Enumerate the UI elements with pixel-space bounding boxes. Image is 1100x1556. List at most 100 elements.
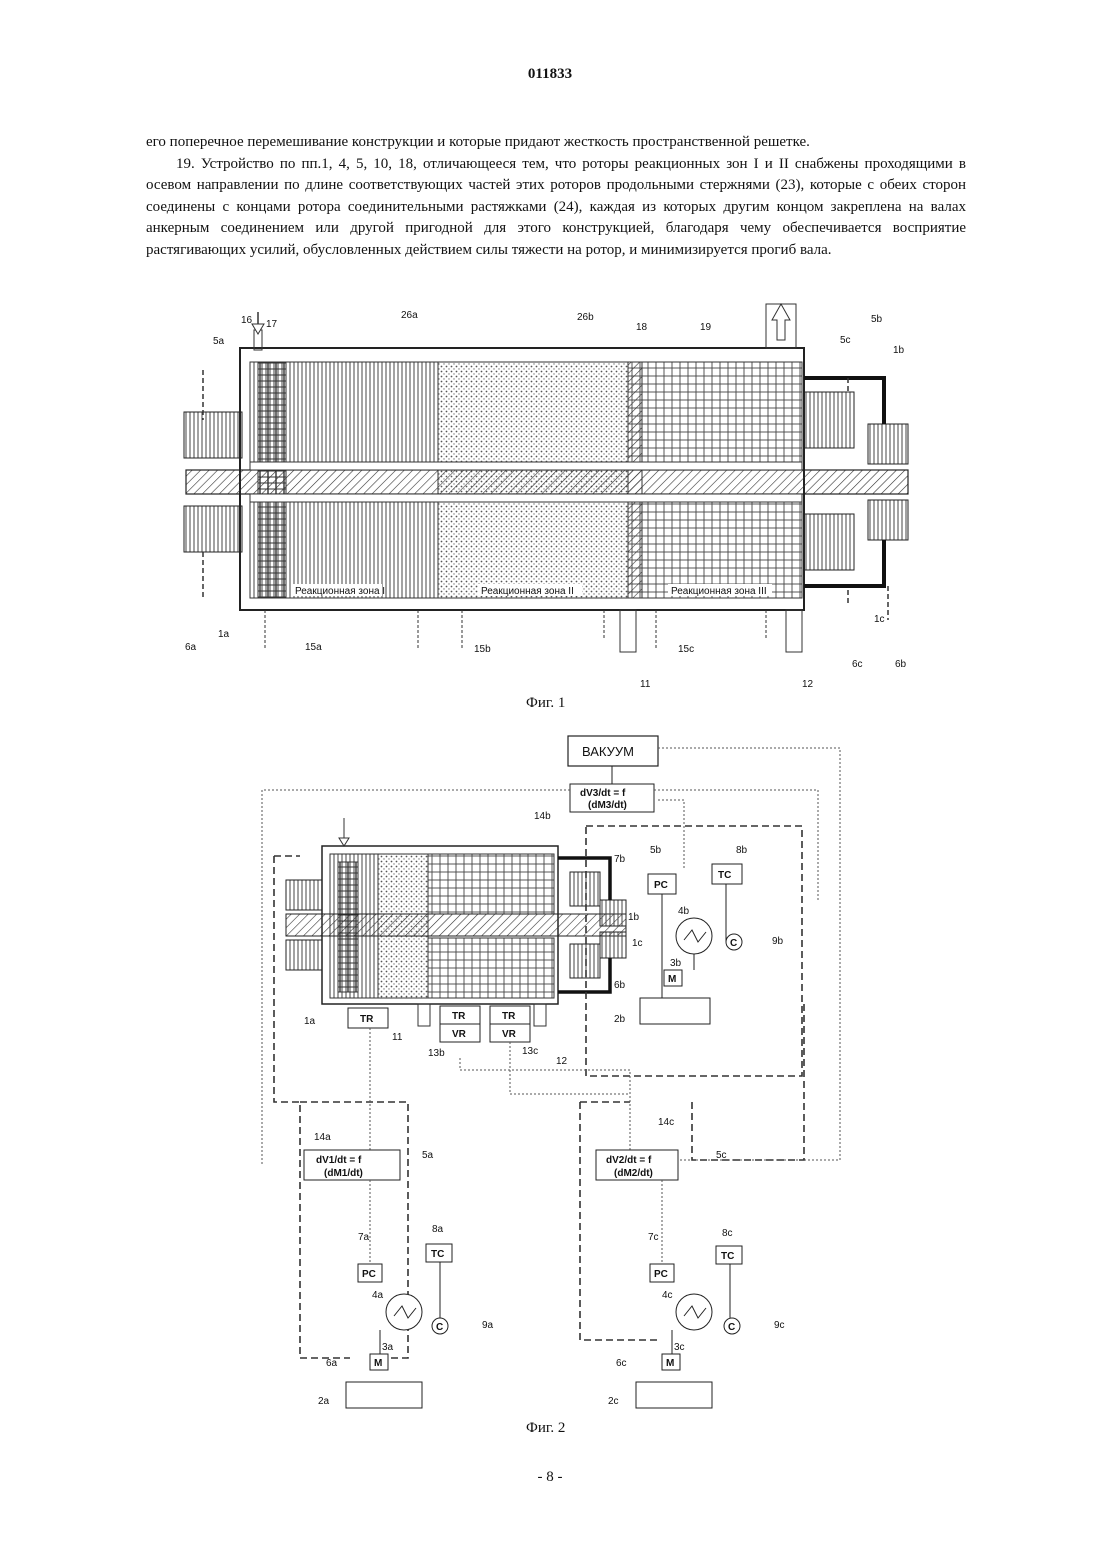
f2-line2: (dM2/dt)	[614, 1168, 653, 1179]
label-5b: 5b	[871, 314, 883, 325]
svg-text:PC: PC	[362, 1269, 376, 1280]
svg-text:14a: 14a	[314, 1132, 331, 1143]
label-15c: 15c	[678, 644, 694, 655]
svg-text:PC: PC	[654, 1269, 668, 1280]
left-bearing-lower	[184, 506, 242, 552]
label-5a: 5a	[213, 336, 225, 347]
condenser-4c	[676, 1294, 712, 1330]
svg-text:1b: 1b	[628, 912, 640, 923]
f1-line2: (dM1/dt)	[324, 1168, 363, 1179]
zone-3-rotor-lower	[628, 502, 802, 598]
label-1a: 1a	[218, 629, 230, 640]
svg-text:C: C	[730, 938, 737, 949]
f3-line1: dV3/dt = f	[580, 788, 626, 799]
shaft-sleeve-lower	[250, 494, 802, 502]
svg-text:M: M	[666, 1358, 674, 1369]
svg-text:8a: 8a	[432, 1224, 444, 1235]
right-end-lower	[868, 500, 908, 540]
right-bearing-upper	[804, 392, 854, 448]
svg-text:C: C	[728, 1322, 735, 1333]
svg-text:6b: 6b	[614, 980, 626, 991]
vr-2: VR	[452, 1029, 467, 1040]
label-6a: 6a	[185, 642, 197, 653]
tank-2c	[636, 1382, 712, 1408]
svg-text:1a: 1a	[304, 1016, 316, 1027]
svg-text:2a: 2a	[318, 1396, 330, 1407]
zone-3-rotor-upper	[628, 362, 802, 462]
svg-text:3b: 3b	[670, 958, 682, 969]
svg-text:6c: 6c	[616, 1358, 627, 1369]
label-5c: 5c	[840, 335, 851, 346]
svg-text:5c: 5c	[716, 1150, 727, 1161]
outlet-12	[786, 610, 802, 652]
condenser-4a	[386, 1294, 422, 1330]
vr-3: VR	[502, 1029, 517, 1040]
svg-text:TC: TC	[721, 1251, 734, 1262]
left-bearing-upper	[184, 412, 242, 458]
label-11: 11	[640, 679, 651, 690]
zone-1-label: Реакционная зона I	[295, 586, 385, 597]
svg-text:1c: 1c	[632, 938, 643, 949]
svg-text:7b: 7b	[614, 854, 626, 865]
svg-text:TC: TC	[431, 1249, 444, 1260]
label-26a: 26a	[401, 310, 418, 321]
right-end-upper	[868, 424, 908, 464]
tr-1: TR	[360, 1014, 374, 1025]
zone-3-label: Реакционная зона III	[671, 586, 767, 597]
zone-2-label: Реакционная зона II	[481, 586, 574, 597]
svg-text:11: 11	[392, 1032, 403, 1043]
svg-text:4b: 4b	[678, 906, 690, 917]
svg-text:2c: 2c	[608, 1396, 619, 1407]
outlet-arrow	[772, 304, 790, 340]
figure-1: Реакционная зона I Реакционная зона II Р…	[184, 304, 908, 711]
label-26b: 26b	[577, 312, 594, 323]
svg-text:8b: 8b	[736, 845, 748, 856]
condenser-4b	[676, 918, 712, 954]
label-6b: 6b	[895, 659, 907, 670]
fig2-caption: Фиг. 2	[526, 1420, 565, 1436]
svg-text:4a: 4a	[372, 1290, 384, 1301]
svg-text:7c: 7c	[648, 1232, 659, 1243]
label-19: 19	[700, 322, 712, 333]
svg-text:8c: 8c	[722, 1228, 733, 1239]
label-15a: 15a	[305, 642, 322, 653]
tc-b-text: TC	[718, 870, 731, 881]
svg-text:5b: 5b	[650, 845, 662, 856]
fig1-caption: Фиг. 1	[526, 695, 565, 711]
svg-text:14c: 14c	[658, 1117, 674, 1128]
right-bearing-lower	[804, 514, 854, 570]
svg-text:M: M	[374, 1358, 382, 1369]
svg-text:7a: 7a	[358, 1232, 370, 1243]
label-16: 16	[241, 315, 253, 326]
svg-text:13c: 13c	[522, 1046, 538, 1057]
pc-b-text: PC	[654, 880, 668, 891]
svg-text:6a: 6a	[326, 1358, 338, 1369]
svg-text:3a: 3a	[382, 1342, 394, 1353]
svg-text:12: 12	[556, 1056, 568, 1067]
label-15b: 15b	[474, 644, 491, 655]
svg-text:3c: 3c	[674, 1342, 685, 1353]
f2-line1: dV2/dt = f	[606, 1155, 652, 1166]
outlet-11	[620, 610, 636, 652]
label-17: 17	[266, 319, 278, 330]
svg-text:2b: 2b	[614, 1014, 626, 1025]
label-18: 18	[636, 322, 648, 333]
f1-line1: dV1/dt = f	[316, 1155, 362, 1166]
svg-text:5a: 5a	[422, 1150, 434, 1161]
shaft-sleeve-upper	[250, 462, 802, 470]
tr-2: TR	[452, 1011, 466, 1022]
svg-text:13b: 13b	[428, 1048, 445, 1059]
shaft-fig2	[286, 914, 626, 936]
svg-text:14b: 14b	[534, 811, 551, 822]
m-b-text: M	[668, 974, 676, 985]
figure-2: ВАКУУМ dV3/dt = f (dM3/dt) TR	[262, 736, 840, 1436]
svg-text:9a: 9a	[482, 1320, 494, 1331]
main-shaft	[186, 470, 908, 494]
label-6c: 6c	[852, 659, 863, 670]
svg-text:9c: 9c	[774, 1320, 785, 1331]
f3-line2: (dM3/dt)	[588, 800, 627, 811]
tr-3: TR	[502, 1011, 516, 1022]
vacuum-label: ВАКУУМ	[582, 744, 634, 759]
page-number: - 8 -	[0, 1469, 1100, 1486]
